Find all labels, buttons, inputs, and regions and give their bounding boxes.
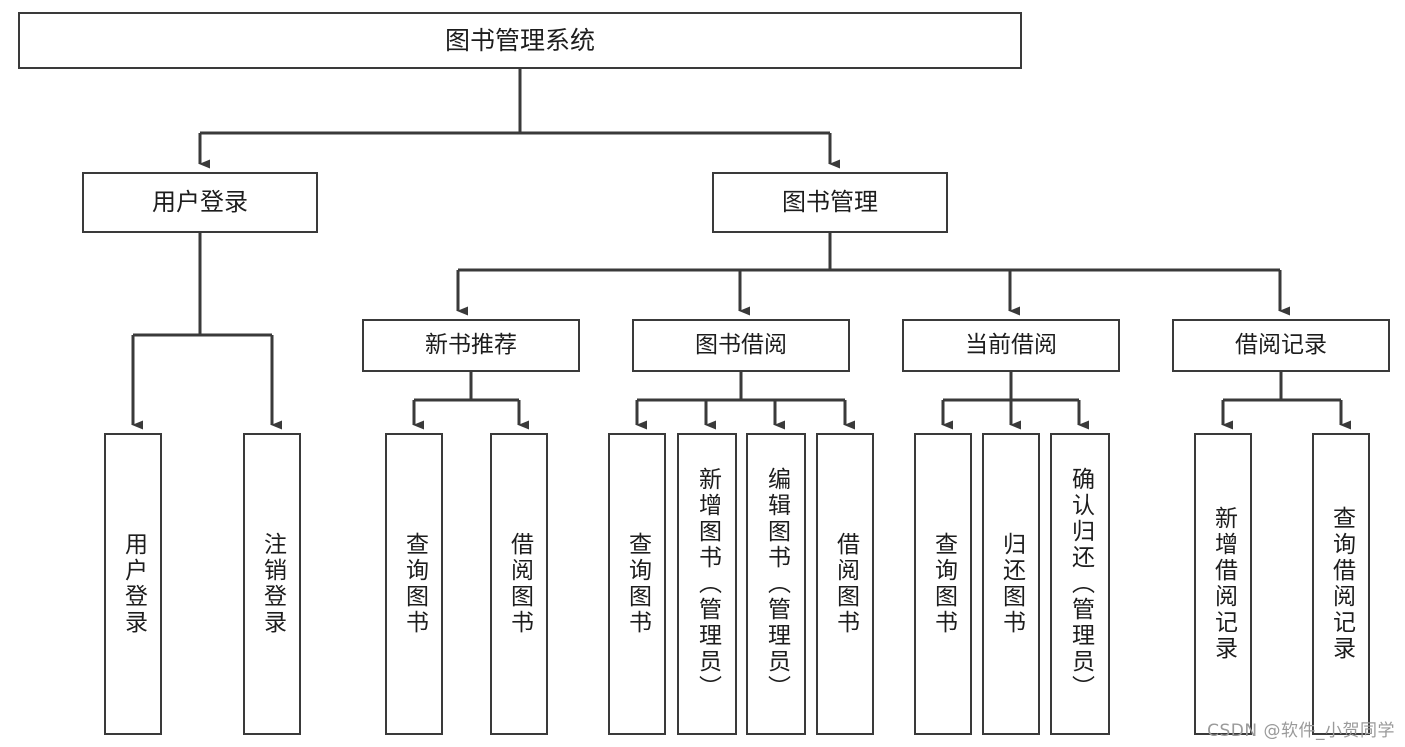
node-book-manage[interactable]: 图书管理 <box>712 172 948 233</box>
leaf-user-logout[interactable]: 注销登录 <box>243 433 301 735</box>
leaf-br-add-record[interactable]: 新增借阅记录 <box>1194 433 1252 735</box>
node-user-login[interactable]: 用户登录 <box>82 172 318 233</box>
leaf-bb-borrow-book[interactable]: 借阅图书 <box>816 433 874 735</box>
leaf-cb-return-book[interactable]: 归还图书 <box>982 433 1040 735</box>
leaf-br-query-record-label: 查询借阅记录 <box>1328 506 1355 662</box>
leaf-rec-query-book-label: 查询图书 <box>401 532 428 636</box>
leaf-br-add-record-label: 新增借阅记录 <box>1210 506 1237 662</box>
leaf-user-login-label: 用户登录 <box>120 532 147 636</box>
leaf-user-login[interactable]: 用户登录 <box>104 433 162 735</box>
leaf-cb-return-book-label: 归还图书 <box>998 532 1025 636</box>
leaf-bb-edit-book-label: 编辑图书（管理员） <box>763 467 790 701</box>
node-book-borrow[interactable]: 图书借阅 <box>632 319 850 372</box>
leaf-user-logout-label: 注销登录 <box>259 532 286 636</box>
node-root-label: 图书管理系统 <box>444 25 595 55</box>
node-book-manage-label: 图书管理 <box>782 188 878 217</box>
leaf-cb-confirm-return-label: 确认归还（管理员） <box>1067 467 1094 701</box>
node-new-book-recommend[interactable]: 新书推荐 <box>362 319 580 372</box>
leaf-bb-edit-book[interactable]: 编辑图书（管理员） <box>746 433 806 735</box>
leaf-cb-confirm-return[interactable]: 确认归还（管理员） <box>1050 433 1110 735</box>
csdn-watermark: CSDN @软件_小贺同学 <box>1207 721 1395 741</box>
node-current-borrow[interactable]: 当前借阅 <box>902 319 1120 372</box>
node-borrow-record-label: 借阅记录 <box>1235 331 1327 358</box>
node-user-login-label: 用户登录 <box>152 188 248 217</box>
node-root-system[interactable]: 图书管理系统 <box>18 12 1022 69</box>
leaf-br-query-record[interactable]: 查询借阅记录 <box>1312 433 1370 735</box>
leaf-cb-query-book-label: 查询图书 <box>930 532 957 636</box>
leaf-rec-borrow-book[interactable]: 借阅图书 <box>490 433 548 735</box>
leaf-rec-query-book[interactable]: 查询图书 <box>385 433 443 735</box>
leaf-bb-query-book-label: 查询图书 <box>624 532 651 636</box>
node-borrow-record[interactable]: 借阅记录 <box>1172 319 1390 372</box>
leaf-bb-borrow-book-label: 借阅图书 <box>832 532 859 636</box>
node-book-borrow-label: 图书借阅 <box>695 331 787 358</box>
leaf-rec-borrow-book-label: 借阅图书 <box>506 532 533 636</box>
leaf-cb-query-book[interactable]: 查询图书 <box>914 433 972 735</box>
node-current-borrow-label: 当前借阅 <box>965 331 1057 358</box>
leaf-bb-add-book-label: 新增图书（管理员） <box>694 467 721 701</box>
leaf-bb-query-book[interactable]: 查询图书 <box>608 433 666 735</box>
leaf-bb-add-book[interactable]: 新增图书（管理员） <box>677 433 737 735</box>
node-new-book-recommend-label: 新书推荐 <box>425 331 517 358</box>
